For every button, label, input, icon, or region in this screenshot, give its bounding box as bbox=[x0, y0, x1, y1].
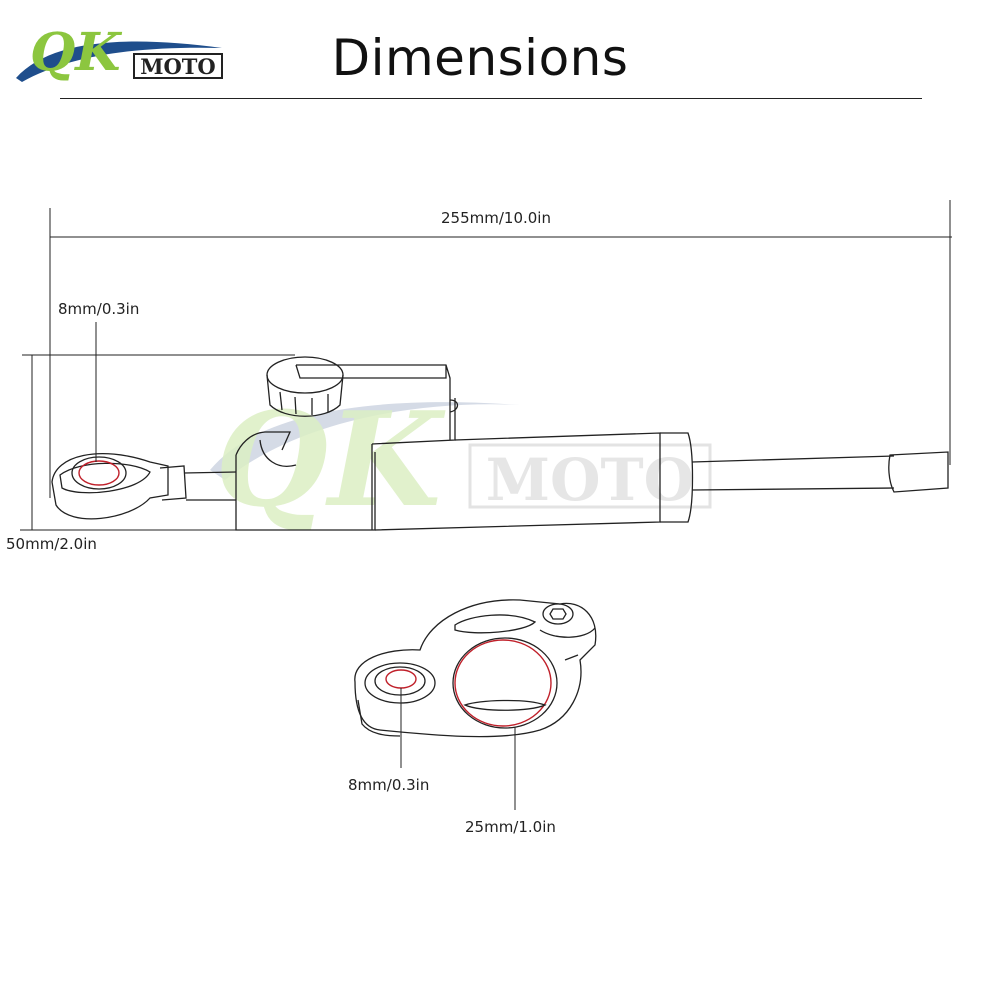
damper-cylinder bbox=[235, 452, 376, 531]
svg-text:MOTO: MOTO bbox=[486, 446, 694, 514]
qkmoto-logo: QK MOTO bbox=[16, 22, 223, 83]
height-dimension bbox=[20, 354, 295, 531]
clamp-bolt bbox=[542, 603, 574, 625]
eye-hole-diameter-label: 8mm/0.3in bbox=[58, 300, 140, 318]
title-divider bbox=[60, 98, 922, 99]
damper-height-label: 50mm/2.0in bbox=[6, 535, 97, 553]
watermark: QK MOTO bbox=[210, 383, 712, 536]
clamp bbox=[354, 599, 597, 738]
end-cap bbox=[660, 432, 694, 523]
piston-rod bbox=[691, 455, 895, 463]
eye-hole bbox=[78, 460, 120, 486]
page-title: Dimensions bbox=[331, 29, 629, 87]
clamp-large-hole-label: 25mm/1.0in bbox=[465, 818, 556, 836]
clamp-small-hole-label: 8mm/0.3in bbox=[348, 776, 430, 794]
length-dimension bbox=[49, 200, 952, 498]
svg-text:QK: QK bbox=[215, 383, 446, 536]
clamp-large-hole bbox=[454, 639, 552, 727]
clamp-small-hole bbox=[385, 669, 417, 689]
clamp-body bbox=[354, 599, 597, 738]
damper bbox=[51, 356, 949, 531]
logo-word-text: MOTO bbox=[140, 54, 215, 79]
logo-mark-text: QK bbox=[30, 22, 122, 83]
logo-swoosh bbox=[16, 41, 222, 82]
rod-end-eye bbox=[51, 452, 169, 520]
rod-bumper bbox=[888, 451, 949, 493]
damper-length-label: 255mm/10.0in bbox=[441, 209, 551, 227]
reservoir bbox=[295, 364, 451, 440]
logo-word-box bbox=[133, 53, 223, 79]
